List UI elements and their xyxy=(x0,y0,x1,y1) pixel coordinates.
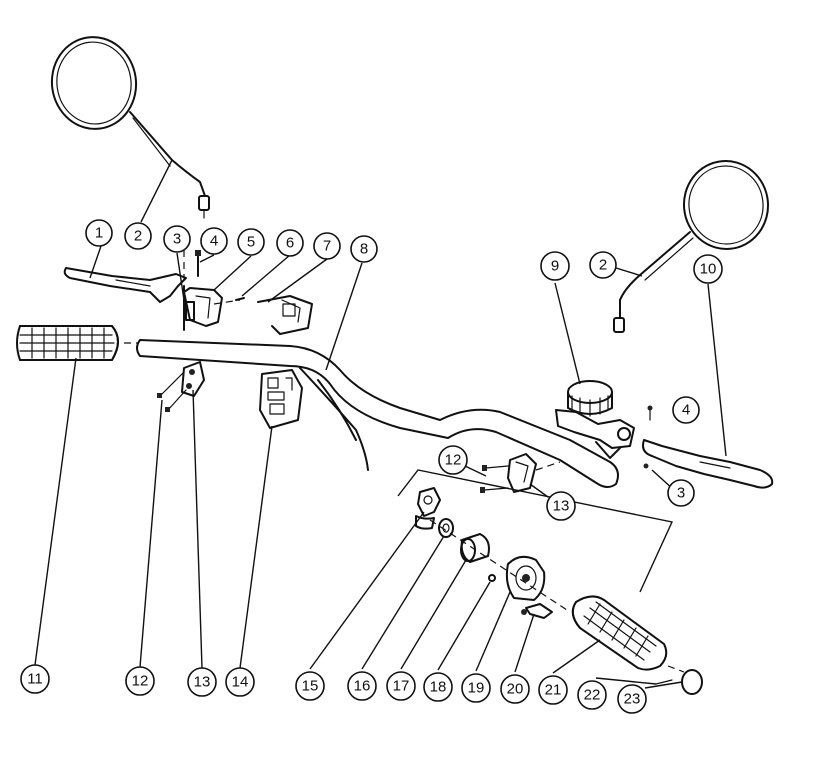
callout-4-right: 4 xyxy=(672,396,700,424)
callout-2-right: 2 xyxy=(589,251,617,279)
callout-9: 9 xyxy=(540,251,570,281)
callout-13: 13 xyxy=(187,667,217,697)
callout-5: 5 xyxy=(237,228,265,256)
callout-label: 11 xyxy=(27,671,43,688)
callout-17: 17 xyxy=(386,671,416,701)
clamp-right xyxy=(480,453,561,493)
leader-lines xyxy=(34,159,727,689)
callout-label: 18 xyxy=(430,679,447,696)
brake-lever xyxy=(642,405,774,489)
callout-label: 3 xyxy=(173,231,181,248)
callout-label: 21 xyxy=(545,682,562,699)
callout-label: 13 xyxy=(194,674,211,691)
callout-22: 22 xyxy=(577,680,607,710)
callout-1: 1 xyxy=(85,219,113,247)
callout-23: 23 xyxy=(617,684,647,714)
callout-label: 2 xyxy=(599,257,607,274)
callout-20: 20 xyxy=(500,674,530,704)
callout-label: 5 xyxy=(247,234,255,251)
callout-label: 12 xyxy=(445,452,462,469)
left-switch-housing xyxy=(259,369,303,429)
clamp-screw-6 xyxy=(213,297,245,305)
callout-label: 4 xyxy=(210,233,218,250)
callout-8: 8 xyxy=(350,235,378,263)
callout-label: 22 xyxy=(584,687,601,704)
callout-12-right: 12 xyxy=(438,445,468,475)
callout-3: 3 xyxy=(163,225,191,253)
clutch-perch xyxy=(183,250,223,327)
callout-label: 9 xyxy=(551,258,559,275)
callout-label: 15 xyxy=(302,678,319,695)
clamp-left xyxy=(157,361,205,412)
callout-6: 6 xyxy=(276,229,304,257)
left-mirror xyxy=(50,36,210,219)
throttle-group-outline xyxy=(397,469,674,593)
callout-label: 2 xyxy=(134,228,142,245)
callout-label: 16 xyxy=(354,678,371,695)
switch-bracket-7 xyxy=(257,295,313,335)
callout-label: 4 xyxy=(682,402,690,419)
callout-label: 23 xyxy=(624,691,641,708)
callout-label: 7 xyxy=(323,238,331,255)
callout-16: 16 xyxy=(347,671,377,701)
callout-label: 1 xyxy=(95,225,103,242)
callout-12: 12 xyxy=(125,666,155,696)
master-cylinder xyxy=(555,380,635,459)
callout-label: 12 xyxy=(132,673,149,690)
callout-10: 10 xyxy=(693,254,723,284)
callout-label: 19 xyxy=(468,680,485,697)
callout-label: 20 xyxy=(507,681,524,698)
callout-label: 13 xyxy=(553,498,570,515)
left-grip xyxy=(16,325,119,361)
callout-label: 6 xyxy=(286,235,294,252)
callout-label: 17 xyxy=(393,678,410,695)
callout-4: 4 xyxy=(200,227,228,255)
callout-label: 8 xyxy=(360,241,368,258)
callout-label: 14 xyxy=(232,674,249,691)
callout-18: 18 xyxy=(423,672,453,702)
right-mirror xyxy=(613,160,770,333)
callout-13-right: 13 xyxy=(546,491,576,521)
throttle-parts xyxy=(415,487,703,695)
callout-19: 19 xyxy=(461,673,491,703)
callout-7: 7 xyxy=(313,232,341,260)
callout-21: 21 xyxy=(538,675,568,705)
callout-3-right: 3 xyxy=(667,479,695,507)
clutch-lever xyxy=(63,267,187,303)
callout-label: 10 xyxy=(700,261,717,278)
callout-15: 15 xyxy=(295,671,325,701)
callout-11: 11 xyxy=(20,664,50,694)
callout-14: 14 xyxy=(225,667,255,697)
callout-label: 3 xyxy=(677,485,685,502)
handlebar xyxy=(136,339,619,488)
callout-2: 2 xyxy=(124,222,152,250)
